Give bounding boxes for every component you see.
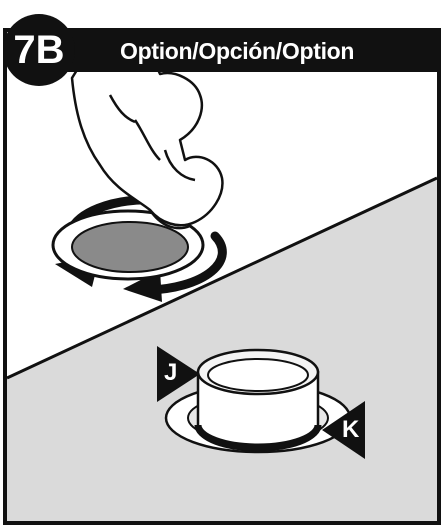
- step-number: 7B: [3, 14, 75, 86]
- hand-icon: [72, 53, 222, 228]
- callout-j-label: J: [164, 359, 177, 387]
- header-title: Option/Opción/Option: [120, 36, 354, 66]
- collar-top-inner: [208, 359, 308, 391]
- callout-k-label: K: [342, 416, 359, 444]
- drain-hole: [72, 222, 188, 272]
